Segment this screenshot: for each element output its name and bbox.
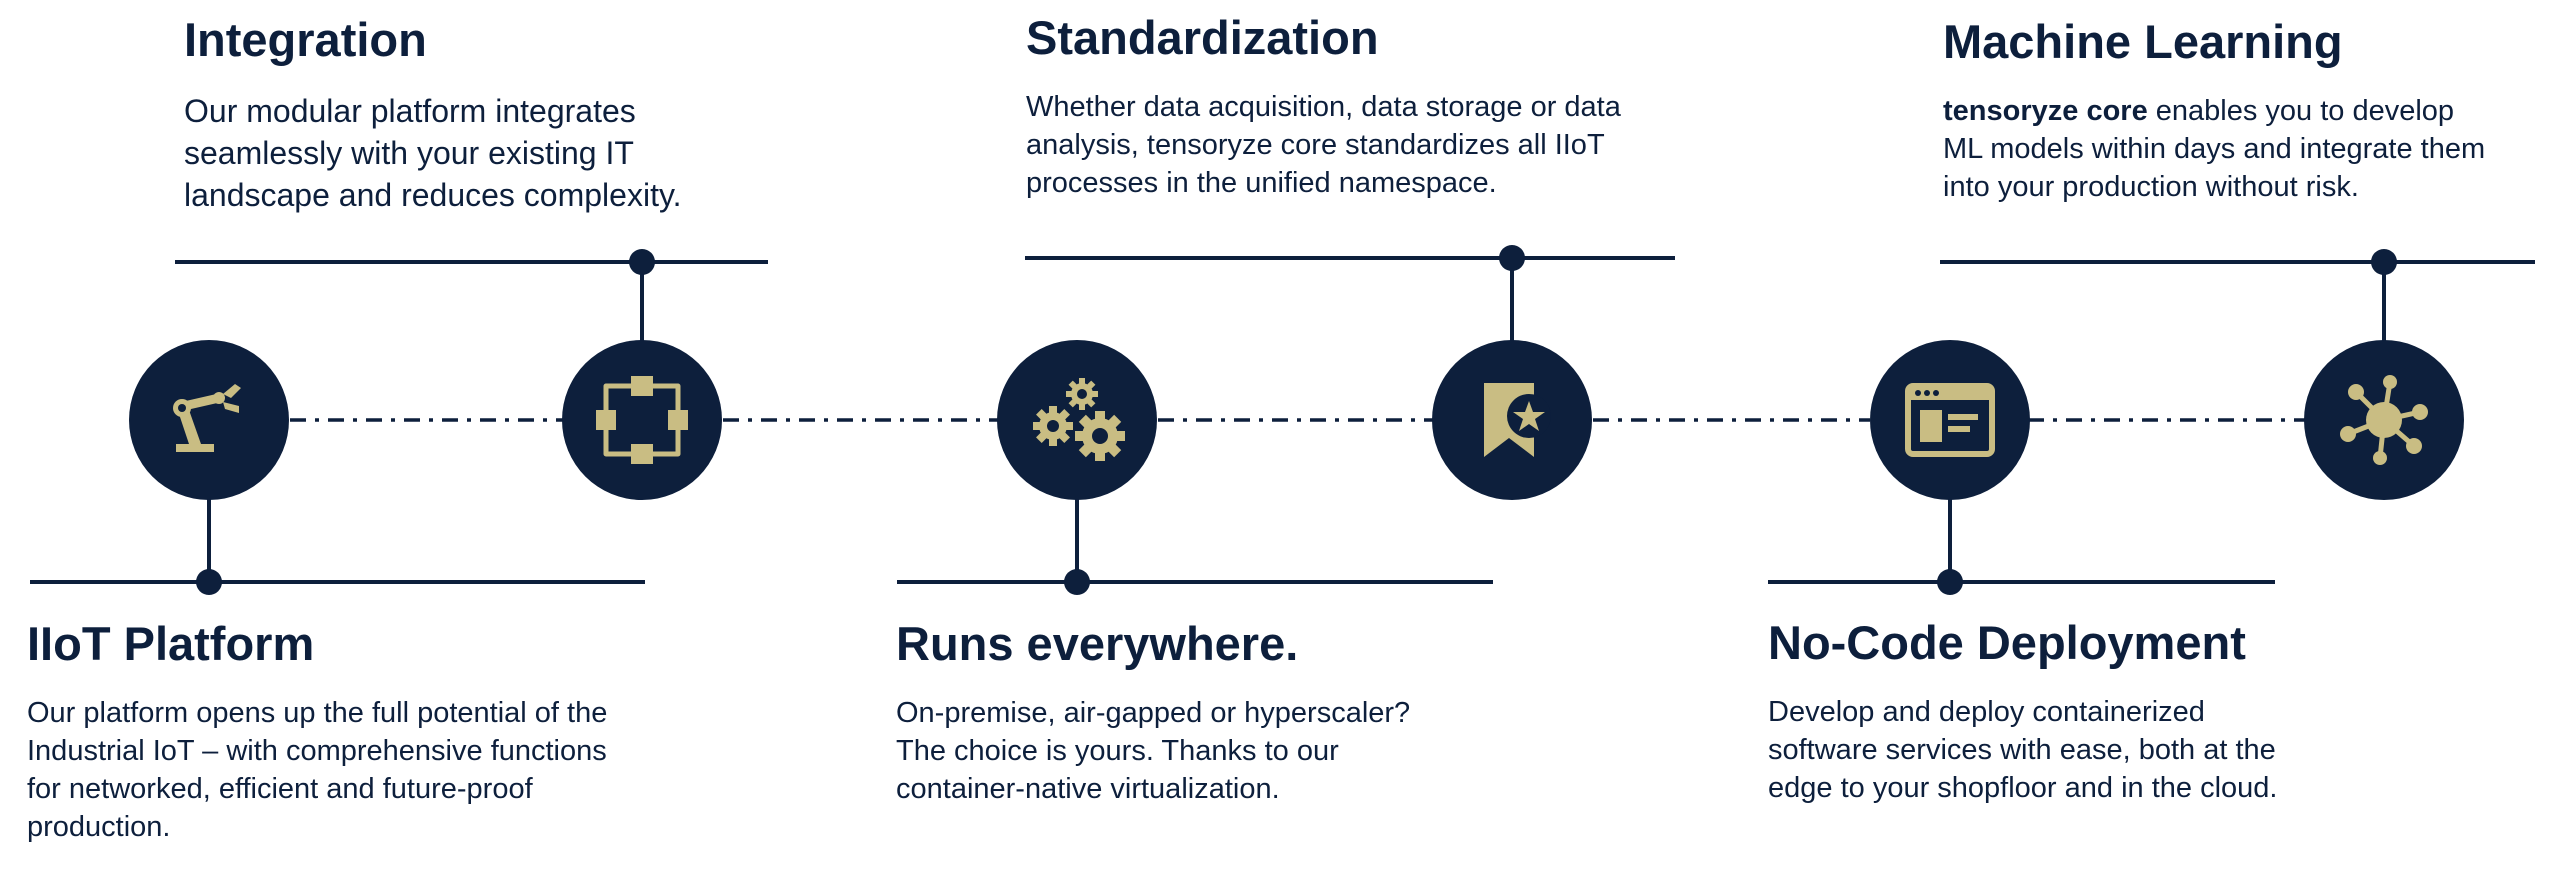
callout-machine-learning: [1940, 249, 2535, 342]
description-line: Our platform opens up the full potential…: [27, 696, 608, 729]
description-line: seamlessly with your existing IT: [184, 134, 634, 171]
description-line: On-premise, air-gapped or hyperscaler?: [896, 696, 1411, 729]
iiot-platform-title: IIoT Platform: [27, 617, 315, 670]
robot-arm-icon: [173, 384, 241, 452]
runs-everywhere-description: On-premise, air-gapped or hyperscaler? T…: [896, 694, 1576, 809]
machine-learning-title: Machine Learning: [1943, 15, 2343, 68]
description-line: analysis, tensoryze core standardizes al…: [1026, 128, 1605, 161]
node-circle: [129, 340, 289, 500]
description-line: production.: [27, 811, 171, 844]
callout-runs-everywhere: [897, 498, 1493, 595]
description-line: ML models within days and integrate them: [1943, 132, 2486, 165]
process-flow-icon: [596, 376, 688, 464]
description-line: tensoryze core enables you to develop: [1943, 92, 2553, 130]
standardization-description: Whether data acquisition, data storage o…: [1026, 88, 1726, 203]
iiot-platform-description: Our platform opens up the full potential…: [27, 694, 707, 847]
runs-everywhere-title: Runs everywhere.: [896, 617, 1299, 670]
network-hub-icon: [2340, 375, 2428, 465]
runs-everywhere-block: Runs everywhere. On-premise, air-gapped …: [896, 618, 1576, 808]
description-text: enables you to develop: [2147, 94, 2455, 127]
callout-iiot-platform: [30, 498, 645, 595]
callout-standardization: [1025, 245, 1675, 342]
machine-learning-block: Machine Learning tensoryze core enables …: [1943, 16, 2553, 206]
machine-learning-description: tensoryze core enables you to develop ML…: [1943, 92, 2553, 207]
browser-window-icon: [1905, 383, 1995, 457]
description-line: edge to your shopfloor and in the cloud.: [1768, 772, 2278, 805]
no-code-deployment-block: No-Code Deployment Develop and deploy co…: [1768, 617, 2448, 807]
integration-title: Integration: [184, 13, 427, 66]
description-line: into your production without risk.: [1943, 171, 2359, 204]
description-line: Whether data acquisition, data storage o…: [1026, 90, 1621, 123]
description-line: The choice is yours. Thanks to our: [896, 734, 1339, 767]
product-name: tensoryze core: [1943, 94, 2148, 127]
callout-no-code-deployment: [1768, 498, 2275, 595]
description-line: landscape and reduces complexity.: [184, 177, 682, 214]
bookmark-star-icon: [1484, 383, 1551, 457]
description-line: Our modular platform integrates: [184, 92, 636, 129]
description-line: software services with ease, both at the: [1768, 733, 2276, 766]
description-line: Industrial IoT – with comprehensive func…: [27, 734, 607, 767]
node-circle: [997, 340, 1157, 500]
callout-integration: [175, 249, 768, 342]
description-line: Develop and deploy containerized: [1768, 695, 2205, 728]
no-code-deployment-description: Develop and deploy containerized softwar…: [1768, 693, 2448, 808]
integration-block: Integration Our modular platform integra…: [184, 14, 784, 216]
integration-description: Our modular platform integrates seamless…: [184, 90, 784, 217]
node-circle: [562, 340, 722, 500]
standardization-title: Standardization: [1026, 11, 1379, 64]
iiot-platform-block: IIoT Platform Our platform opens up the …: [27, 618, 707, 847]
gears-icon: [1033, 378, 1125, 461]
description-line: for networked, efficient and future-proo…: [27, 773, 533, 806]
no-code-deployment-title: No-Code Deployment: [1768, 616, 2246, 669]
description-line: container-native virtualization.: [896, 773, 1280, 806]
standardization-block: Standardization Whether data acquisition…: [1026, 12, 1726, 202]
description-line: processes in the unified namespace.: [1026, 167, 1497, 200]
